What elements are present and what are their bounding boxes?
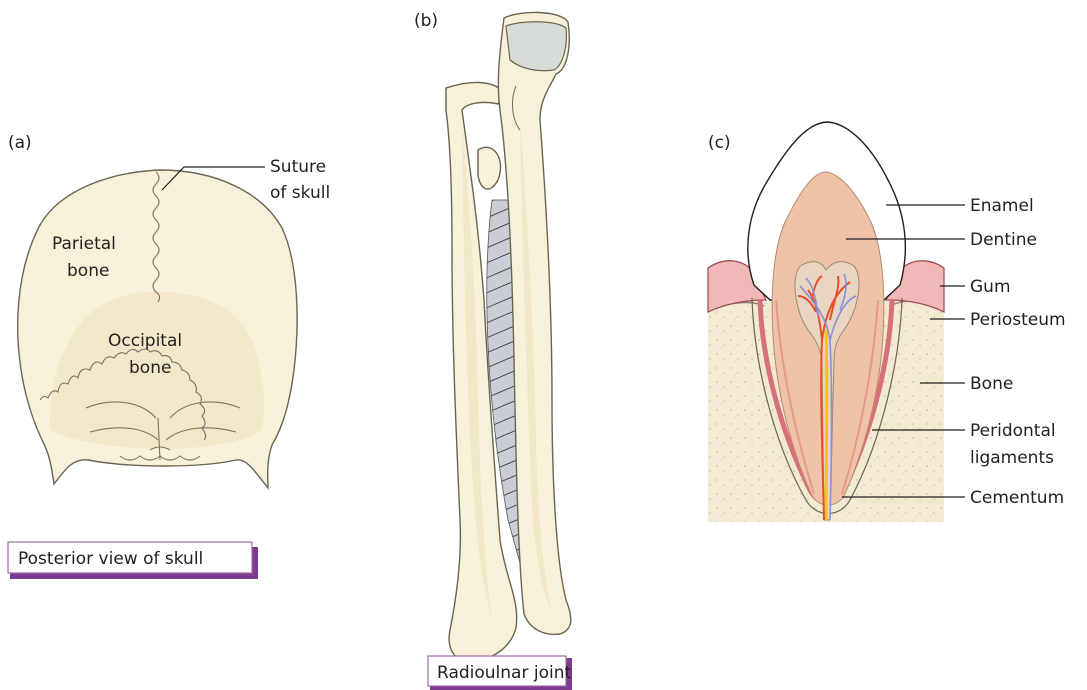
skull-illustration bbox=[18, 170, 297, 488]
panel-a-skull: (a) Suture of skull Parietal bone Occipi… bbox=[8, 133, 330, 579]
enamel-label: Enamel bbox=[970, 196, 1034, 216]
gum-label: Gum bbox=[970, 277, 1011, 297]
suture-label-line1: Suture bbox=[270, 157, 326, 177]
occipital-label-line2: bone bbox=[129, 358, 171, 378]
olecranon-cartilage bbox=[506, 22, 566, 71]
caption-text: Posterior view of skull bbox=[18, 549, 203, 569]
peridontal-label-line2: ligaments bbox=[970, 448, 1054, 468]
caption-radioulnar: Radioulnar joint bbox=[428, 656, 572, 690]
caption-accent-base bbox=[10, 573, 258, 579]
panel-b-radioulnar: (b) bbox=[414, 11, 572, 690]
peridontal-label-line1: Peridontal bbox=[970, 421, 1056, 441]
panel-b-tag: (b) bbox=[414, 11, 438, 31]
parietal-label-line2: bone bbox=[67, 261, 109, 281]
bone-label: Bone bbox=[970, 374, 1013, 394]
radial-tuberosity bbox=[478, 147, 501, 189]
nerve bbox=[826, 330, 827, 520]
tooth-illustration bbox=[708, 122, 944, 522]
caption-text: Radioulnar joint bbox=[437, 663, 571, 683]
panel-c-tooth: (c) bbox=[708, 122, 1066, 522]
periosteum-label: Periosteum bbox=[970, 310, 1066, 330]
cementum-label: Cementum bbox=[970, 488, 1064, 508]
suture-label-line2: of skull bbox=[270, 183, 330, 203]
occipital-label-line1: Occipital bbox=[108, 331, 182, 351]
radioulnar-illustration bbox=[446, 12, 571, 662]
parietal-label-line1: Parietal bbox=[52, 234, 116, 254]
panel-c-tag: (c) bbox=[708, 133, 731, 153]
dentine-label: Dentine bbox=[970, 230, 1037, 250]
panel-a-tag: (a) bbox=[8, 133, 32, 153]
caption-posterior-view: Posterior view of skull bbox=[8, 542, 258, 579]
